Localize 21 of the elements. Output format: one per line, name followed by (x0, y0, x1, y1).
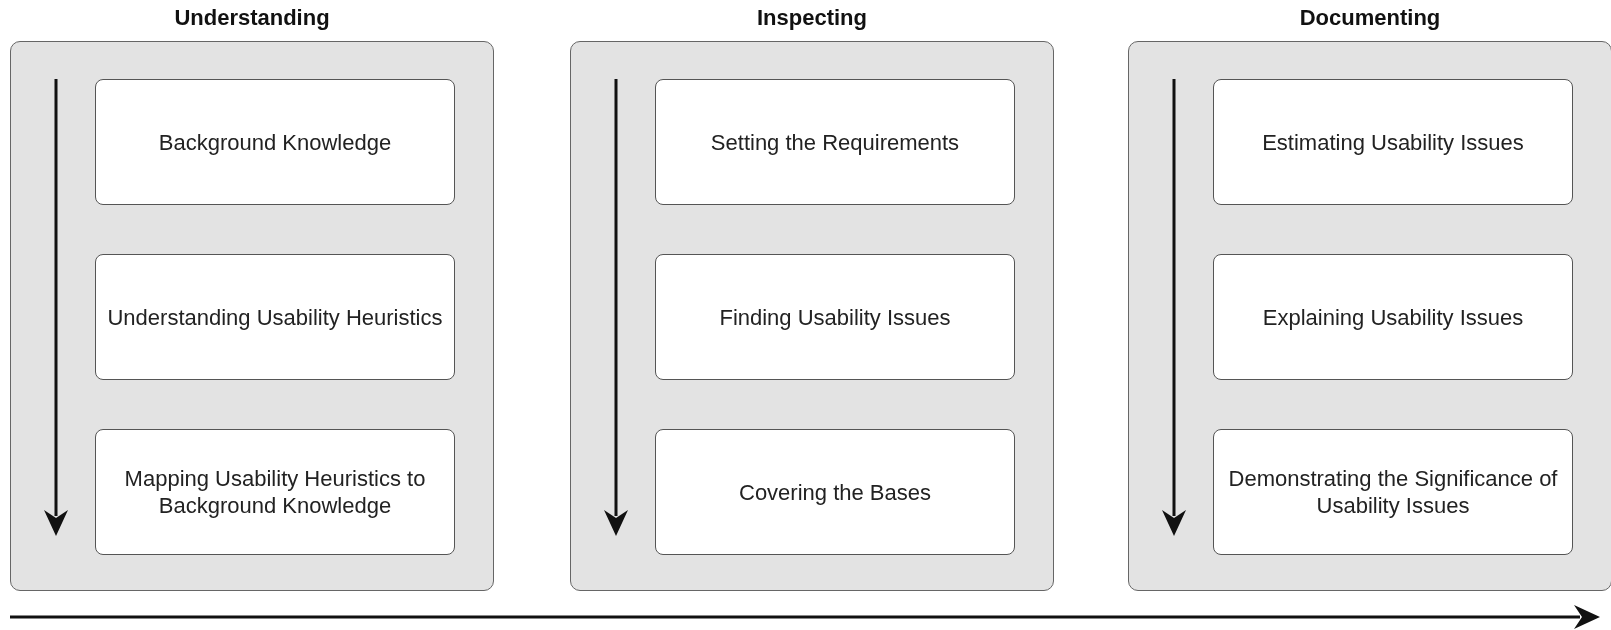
step-box (1213, 429, 1573, 555)
step-box (95, 254, 455, 380)
step-box (655, 429, 1015, 555)
step-box (95, 429, 455, 555)
step-label: Finding Usability Issues (718, 303, 952, 331)
panel-heading: Understanding (173, 5, 331, 31)
panel-heading: Inspecting (756, 5, 868, 31)
step-box (95, 79, 455, 205)
step-box (1213, 254, 1573, 380)
step-label: Demonstrating the Significance of Usability Issues (1227, 465, 1559, 519)
panel-heading: Documenting (1298, 5, 1442, 31)
step-box (1213, 79, 1573, 205)
step-box (655, 79, 1015, 205)
step-label: Explaining Usability Issues (1261, 303, 1525, 331)
step-label: Estimating Usability Issues (1261, 128, 1525, 156)
step-box (655, 254, 1015, 380)
step-label: Understanding Usability Heuristics (106, 303, 444, 331)
step-label: Setting the Requirements (709, 128, 961, 156)
step-label: Mapping Usability Heuristics to Background Knowledge (123, 465, 427, 519)
step-label: Background Knowledge (157, 128, 393, 156)
step-label: Covering the Bases (738, 478, 932, 506)
